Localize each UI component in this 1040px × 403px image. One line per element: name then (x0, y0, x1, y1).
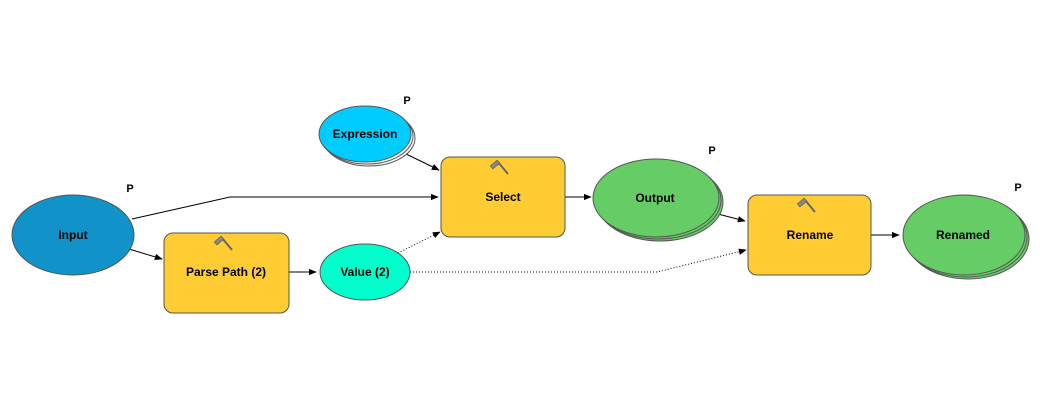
value-label: Value (2) (340, 265, 389, 279)
output-parameter-marker: P (708, 145, 715, 157)
select-label: Select (485, 190, 520, 204)
expression-parameter-marker: P (403, 95, 410, 107)
value-node[interactable]: Value (2) (319, 243, 411, 301)
expression-label: Expression (333, 127, 398, 141)
renamed-node[interactable]: Renamed P (902, 182, 1030, 280)
input-label: Input (58, 228, 87, 242)
output-label: Output (635, 191, 674, 205)
connector-input-parse-path (128, 248, 163, 260)
connector-value-select (397, 231, 441, 254)
input-node[interactable]: Input P (11, 183, 135, 276)
rename-tool-node[interactable]: Rename (747, 194, 872, 276)
connector-value-rename (410, 248, 747, 273)
parse-path-label: Parse Path (2) (186, 265, 266, 279)
expression-node[interactable]: Expression P (318, 95, 416, 167)
connector-expression-select (403, 152, 440, 171)
parse-path-tool-node[interactable]: Parse Path (2) (163, 232, 290, 314)
rename-label: Rename (787, 228, 834, 242)
renamed-label: Renamed (936, 228, 990, 242)
renamed-parameter-marker: P (1014, 182, 1021, 194)
connector-input-select (131, 193, 439, 220)
output-node[interactable]: Output P (592, 145, 724, 242)
select-tool-node[interactable]: Select (440, 156, 566, 238)
input-parameter-marker: P (126, 183, 133, 195)
